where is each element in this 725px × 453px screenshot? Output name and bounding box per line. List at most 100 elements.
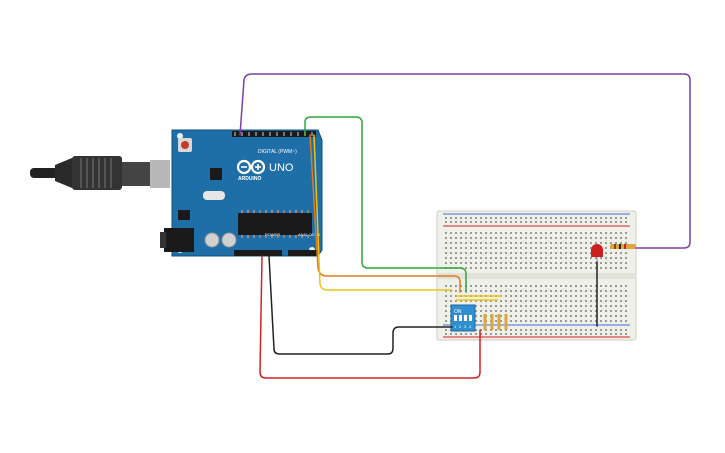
breadboard-hole: [505, 252, 507, 254]
breadboard-hole: [540, 242, 542, 244]
breadboard-hole: [475, 267, 477, 269]
breadboard-hole: [485, 290, 487, 292]
breadboard-hole: [595, 221, 597, 223]
breadboard-hole: [470, 300, 472, 302]
breadboard-hole: [555, 285, 557, 287]
breadboard-hole: [620, 329, 622, 331]
breadboard-hole: [580, 329, 582, 331]
breadboard-hole: [600, 217, 602, 219]
breadboard-hole: [520, 300, 522, 302]
breadboard-hole: [445, 329, 447, 331]
breadboard-hole: [500, 320, 502, 322]
breadboard-hole: [570, 232, 572, 234]
breadboard-hole: [490, 221, 492, 223]
breadboard-hole: [565, 315, 567, 317]
breadboard-hole: [570, 257, 572, 259]
arduino-uno-board[interactable]: DIGITAL (PWM~) UNO ARDUINO: [160, 129, 323, 257]
breadboard-hole: [560, 252, 562, 254]
breadboard-hole: [510, 252, 512, 254]
wire-yellow[interactable]: [313, 134, 453, 291]
breadboard-hole: [500, 232, 502, 234]
breadboard-hole: [620, 300, 622, 302]
breadboard-hole: [560, 257, 562, 259]
breadboard-hole: [540, 217, 542, 219]
breadboard-hole: [510, 285, 512, 287]
breadboard-hole: [505, 305, 507, 307]
breadboard-hole: [620, 237, 622, 239]
wire-purple[interactable]: [239, 73, 691, 249]
wire-black-ground[interactable]: [268, 255, 453, 355]
breadboard-hole: [610, 315, 612, 317]
breadboard-hole: [565, 290, 567, 292]
atmega-chip: [238, 213, 312, 235]
breadboard-hole: [530, 237, 532, 239]
breadboard-hole: [520, 217, 522, 219]
breadboard-hole: [615, 257, 617, 259]
breadboard-hole: [605, 237, 607, 239]
breadboard-hole: [460, 242, 462, 244]
breadboard-hole: [565, 295, 567, 297]
breadboard-hole: [490, 310, 492, 312]
breadboard-hole: [510, 242, 512, 244]
breadboard-hole: [475, 237, 477, 239]
breadboard-hole: [495, 252, 497, 254]
breadboard-hole: [515, 217, 517, 219]
dip-switch[interactable]: ON 1 2 3 4: [450, 304, 476, 332]
breadboard-hole: [590, 237, 592, 239]
breadboard-hole: [565, 285, 567, 287]
breadboard-hole: [520, 295, 522, 297]
dip-toggle-2[interactable]: [459, 315, 462, 321]
wire-red-power[interactable]: [259, 255, 481, 379]
wire-green[interactable]: [304, 116, 467, 293]
breadboard-hole: [605, 242, 607, 244]
breadboard-jumpers: [456, 295, 502, 301]
breadboard-hole: [520, 262, 522, 264]
breadboard-hole: [500, 217, 502, 219]
breadboard-hole: [540, 315, 542, 317]
breadboard-hole: [605, 267, 607, 269]
breadboard-hole: [510, 305, 512, 307]
breadboard-hole: [590, 267, 592, 269]
breadboard-hole: [580, 305, 582, 307]
red-led[interactable]: [591, 244, 603, 262]
breadboard-hole: [580, 285, 582, 287]
breadboard-hole: [585, 267, 587, 269]
breadboard-hole: [600, 320, 602, 322]
breadboard-hole: [595, 267, 597, 269]
breadboard-hole: [495, 267, 497, 269]
breadboard-hole: [610, 242, 612, 244]
dip-toggle-4[interactable]: [469, 315, 472, 321]
breadboard-hole: [510, 290, 512, 292]
breadboard-hole: [525, 310, 527, 312]
breadboard-hole: [505, 310, 507, 312]
breadboard-hole: [615, 295, 617, 297]
breadboard-hole: [445, 257, 447, 259]
breadboard-hole: [575, 247, 577, 249]
breadboard-hole: [550, 285, 552, 287]
breadboard-hole: [535, 333, 537, 335]
breadboard-hole: [500, 305, 502, 307]
breadboard-hole: [625, 257, 627, 259]
breadboard-hole: [560, 333, 562, 335]
arduino-logo-icon: [236, 159, 266, 175]
breadboard-hole: [625, 252, 627, 254]
breadboard-hole: [575, 315, 577, 317]
breadboard-hole: [575, 262, 577, 264]
breadboard-hole: [450, 300, 452, 302]
breadboard-hole: [555, 329, 557, 331]
breadboard-hole: [545, 221, 547, 223]
breadboard-hole: [580, 310, 582, 312]
breadboard-hole: [500, 310, 502, 312]
dip-toggle-3[interactable]: [464, 315, 467, 321]
digital-header: [232, 131, 316, 137]
breadboard-hole: [490, 257, 492, 259]
breadboard-hole: [600, 315, 602, 317]
breadboard-hole: [445, 300, 447, 302]
breadboard-hole: [515, 285, 517, 287]
breadboard-hole: [525, 333, 527, 335]
dip-toggle-1[interactable]: [454, 315, 457, 321]
breadboard-hole: [555, 237, 557, 239]
breadboard-hole: [520, 333, 522, 335]
breadboard-hole: [545, 310, 547, 312]
breadboard-hole: [545, 242, 547, 244]
